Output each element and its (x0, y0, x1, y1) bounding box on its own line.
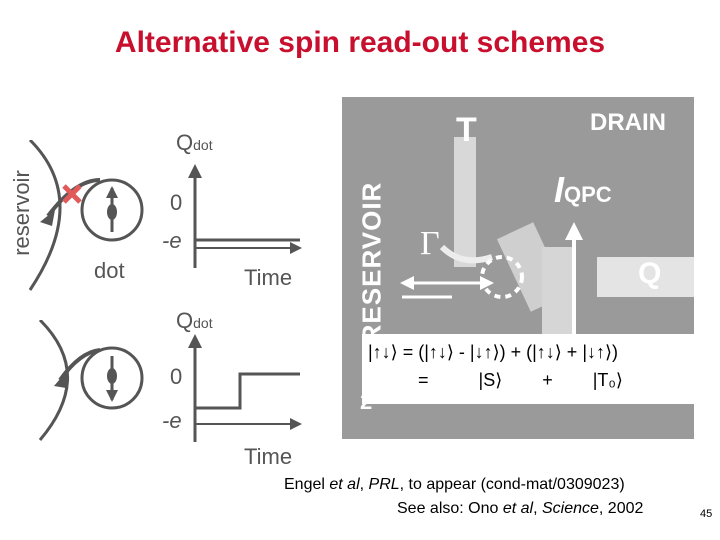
tick-zero-bottom: 0 (170, 364, 183, 389)
reservoir-dot-schematic-bottom (38, 320, 144, 441)
tick-neg-bottom: -e (162, 408, 182, 433)
ref2-prefix: See also: Ono (397, 500, 503, 517)
qdot-axis-sub-bottom: dot (193, 315, 213, 331)
ref2-rest: , 2002 (598, 500, 644, 517)
qdot-axis-letter-bottom: Q (176, 308, 194, 333)
reference-engel: Engel et al, PRL, to appear (cond-mat/03… (284, 476, 625, 494)
qdot-axis-label-bottom: Qdot (176, 308, 213, 334)
gate-t-label: T (456, 111, 477, 149)
ref1-etal: et al (329, 476, 360, 493)
qdot-axis-label-top: Qdot (176, 130, 213, 156)
time-axis-label-bottom: Time (244, 444, 293, 469)
spin-state-formula-box: |↑↓⟩ = (|↑↓⟩ - |↓↑⟩) + (|↑↓⟩ + |↓↑⟩) = |… (362, 334, 712, 404)
reservoir-label: reservoir (9, 170, 34, 256)
ref1-sep: , (359, 476, 369, 493)
reservoir-dot-schematic-top (28, 140, 144, 291)
time-axis-label-top: Time (244, 265, 293, 290)
formula-line-1: |↑↓⟩ = (|↑↓⟩ - |↓↑⟩) + (|↑↓⟩ + |↓↑⟩) (368, 342, 619, 362)
gate-q-label: Q (638, 257, 662, 290)
iqpc-letter: I (554, 169, 565, 210)
tick-neg-top: -e (162, 228, 182, 253)
dot-label: dot (94, 258, 125, 283)
ref1-journal: PRL (368, 476, 400, 493)
ref2-sep: , (533, 500, 542, 517)
iqpc-sub: QPC (564, 182, 612, 207)
ref2-etal: et al (502, 500, 534, 517)
drain-label: DRAIN (590, 109, 666, 136)
iqpc-label: IQPC (554, 169, 612, 211)
reference-ono: See also: Ono et al, Science, 2002 (397, 500, 643, 518)
qdot-axis-sub-top: dot (193, 137, 213, 153)
ref1-prefix: Engel (284, 476, 330, 493)
qdot-plot-bottom (188, 334, 302, 442)
qdot-axis-letter-top: Q (176, 130, 194, 155)
slide-title: Alternative spin read-out schemes (114, 26, 606, 59)
slide-number: 45 (700, 508, 713, 520)
qdot-plot-top (188, 164, 302, 268)
gamma-label: Γ (420, 225, 440, 262)
formula-line-2: = |S⟩ + |T₀⟩ (418, 370, 623, 390)
ref1-rest: , to appear (cond-mat/0309023) (399, 476, 625, 493)
tick-zero-top: 0 (170, 190, 183, 215)
ref2-journal: Science (541, 500, 599, 517)
